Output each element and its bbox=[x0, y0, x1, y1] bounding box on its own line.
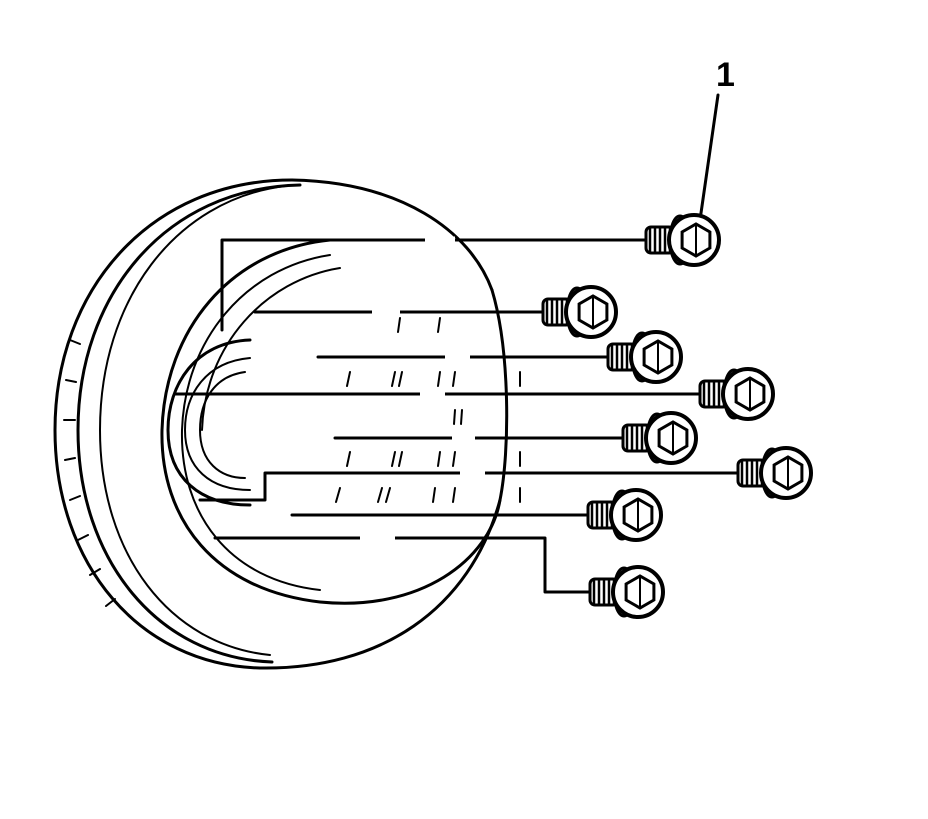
hub-outer bbox=[160, 238, 502, 605]
bolt bbox=[736, 446, 813, 500]
pilot-inner-2 bbox=[198, 371, 246, 479]
pilot-outer bbox=[166, 338, 252, 507]
bolt bbox=[644, 213, 721, 267]
flexplate bbox=[53, 178, 509, 670]
bolt bbox=[541, 285, 618, 339]
bolt bbox=[621, 411, 698, 465]
callout-label: 1 bbox=[716, 56, 735, 94]
leader-line-6 bbox=[198, 471, 740, 502]
flexplate-face bbox=[290, 178, 494, 292]
line-gaps bbox=[360, 236, 485, 542]
bolt bbox=[586, 488, 663, 542]
flexplate-rim-edge bbox=[98, 185, 286, 656]
leader-line-8 bbox=[213, 536, 592, 594]
hub-tick-marks bbox=[335, 317, 521, 503]
flexplate-face-lower bbox=[490, 288, 509, 502]
leader-line-1 bbox=[220, 238, 647, 332]
bolt bbox=[698, 367, 775, 421]
flexplate-rim-inner bbox=[76, 183, 302, 664]
ring-gear-teeth bbox=[63, 339, 116, 607]
converter-hub bbox=[160, 238, 521, 605]
bolt bbox=[606, 330, 683, 384]
flexplate-rim-outer bbox=[53, 178, 502, 670]
pilot-inner-1 bbox=[183, 357, 251, 491]
bolts bbox=[541, 213, 813, 619]
hub-ring-1 bbox=[180, 254, 331, 591]
exploded-view-lines bbox=[173, 93, 740, 594]
bolt bbox=[588, 565, 665, 619]
callout-leader bbox=[698, 93, 720, 222]
